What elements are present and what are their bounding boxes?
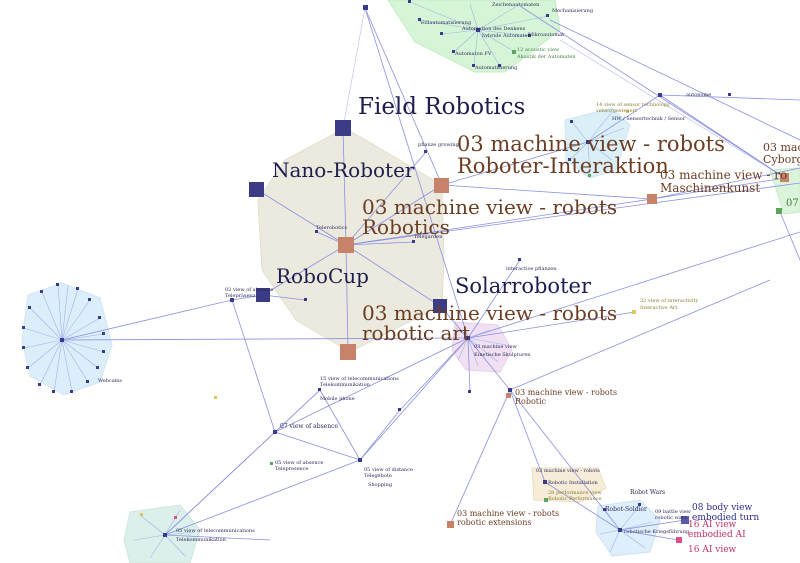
label-webcam: Webcams bbox=[98, 378, 122, 384]
label-mv-interaktion-2: Roboter-Interaktion bbox=[457, 154, 669, 178]
label-mv-interaktion-1: 03 machine view - robots bbox=[457, 132, 725, 156]
label-telecomm-2: Telekommunikation bbox=[176, 537, 227, 543]
label-pflanzengrowing: pflanze growing bbox=[418, 142, 460, 148]
label-mv-robotic-1: 03 machine view - robots bbox=[515, 388, 617, 397]
node-mv-cyborg[interactable] bbox=[780, 173, 789, 182]
label-mv-solar-2: Kinetische Skulpturen bbox=[474, 352, 531, 358]
label-cyber-1: 15 view of telecommunications bbox=[320, 376, 399, 382]
label-mikroautomat: Mikroautomat bbox=[528, 32, 564, 38]
label-body-view-2: embodied turn bbox=[692, 513, 759, 523]
label-reboot-1: 09 battle view bbox=[655, 509, 692, 515]
label-hw-sensor: HW / Sensortechnik / Sensor bbox=[612, 116, 686, 122]
label-view-presence-1: 02 view of absence bbox=[225, 287, 273, 293]
bottom-left-spokes bbox=[133, 509, 196, 559]
label-mv-cyborg-1: 03 machine view - r bbox=[763, 141, 800, 154]
label-acoustic-2: Akustik der Automaten bbox=[516, 54, 576, 60]
label-mv-kunst-1: 03 machine view - ro bbox=[660, 168, 787, 182]
label-ai-view-1: 16 AI view bbox=[688, 520, 737, 530]
label-zeichenautomat: Zeichenautomaten bbox=[492, 2, 540, 8]
label-nano-roboter: Nano-Roboter bbox=[272, 158, 415, 182]
label-sensortech-2: sensorgesteuert bbox=[596, 108, 637, 114]
label-mv-robotic-2: Robotic bbox=[515, 397, 547, 406]
label-cyber-2: Telekommunikation bbox=[320, 382, 371, 388]
label-roboter-kriege: robotische Kriegsführung bbox=[624, 529, 690, 535]
cluster-automation-hull bbox=[387, 0, 561, 73]
node-body-view[interactable] bbox=[681, 516, 689, 524]
label-mv-solar-1: 03 machine view bbox=[474, 344, 517, 350]
edges bbox=[61, 5, 800, 541]
label-mv-robotics-2: Robotics bbox=[362, 215, 450, 239]
sensor-cluster-spokes bbox=[569, 111, 625, 176]
label-mv-art-1: 03 machine view - robots bbox=[362, 301, 617, 325]
node-mv-robotics[interactable] bbox=[338, 237, 354, 253]
cluster-bottom-left-hull bbox=[123, 504, 201, 563]
label-ai-view-3: 16 AI view bbox=[688, 545, 737, 555]
label-mv-install-1: 03 machine view - robots bbox=[536, 468, 600, 474]
label-robot-wars: Robot Wars bbox=[630, 489, 665, 496]
label-view-distance-1: 05 view of distance bbox=[364, 467, 413, 473]
label-interactivity-2: Interactive Art bbox=[640, 305, 677, 311]
pink-nodes bbox=[174, 516, 682, 543]
node-mv-kunst[interactable] bbox=[647, 194, 657, 204]
olive-nodes bbox=[140, 110, 636, 516]
label-performance-1: 28 performance view bbox=[548, 490, 602, 496]
label-view-absence: 07 view of absence bbox=[280, 423, 338, 430]
label-local-2: Telepresence bbox=[275, 466, 309, 472]
node-mv-robotic[interactable] bbox=[506, 393, 511, 398]
wars-cluster-spokes bbox=[599, 504, 653, 553]
label-mobile-phone: Mobile phone bbox=[320, 396, 355, 402]
label-performance-2: Robotic Performance bbox=[548, 496, 601, 502]
label-local-1: 05 view of absence bbox=[275, 460, 323, 466]
label-automaton-1: Automaton FV bbox=[454, 51, 492, 57]
left-cluster-spokes bbox=[23, 284, 105, 393]
node-mv-art[interactable] bbox=[340, 344, 356, 360]
label-mv-cyborg-2: Cyborg bbox=[763, 153, 800, 166]
label-sensortech-1: 14 view of sensor technology bbox=[596, 102, 670, 108]
label-mv-install-2: Robotic Installation bbox=[548, 480, 599, 486]
node-mv-ext[interactable] bbox=[447, 521, 454, 528]
label-body-view-1: 08 body view bbox=[692, 503, 752, 513]
label-telerobotics: Telerobotics bbox=[316, 225, 347, 231]
label-mv-robotics-1: 03 machine view - robots bbox=[362, 195, 617, 219]
label-autonome: autonome bbox=[686, 92, 711, 98]
node-robocup[interactable] bbox=[256, 288, 270, 302]
label-mv-ext-1: 03 machine view - robots bbox=[457, 509, 559, 518]
label-telegarden: Telegarden bbox=[414, 234, 443, 240]
label-mv-ext-2: robotic extensions bbox=[457, 518, 531, 527]
label-ai-view-2: embodied AI bbox=[688, 530, 746, 540]
label-acoustic-1: 12 acoustic view bbox=[517, 47, 560, 53]
label-solarroboter: Solarroboter bbox=[455, 274, 592, 298]
automation-cluster-spokes bbox=[409, 1, 549, 67]
label-vollautomatisierung: Vollautomatisierung bbox=[419, 20, 472, 26]
label-mechanisierung: Mechanisierung bbox=[552, 8, 594, 14]
label-telecomm-1: 05 view of telecommunications bbox=[176, 528, 255, 534]
node-mv-interaktion[interactable] bbox=[434, 178, 449, 193]
label-mv-art-2: robotic art bbox=[362, 321, 470, 345]
green-nodes bbox=[270, 50, 782, 502]
label-view-distance-2: Telegebote bbox=[364, 473, 392, 479]
label-mv-kunst-2: Maschinenkunst bbox=[660, 181, 760, 195]
label-field-robotics: Field Robotics bbox=[358, 94, 525, 120]
label-reboot-2: robotic wars bbox=[655, 515, 687, 521]
node-solarroboter[interactable] bbox=[433, 299, 447, 313]
node-nano-roboter[interactable] bbox=[249, 182, 264, 197]
label-robocup: RoboCup bbox=[276, 264, 369, 288]
label-interactivity-1: 32 view of interactivity bbox=[640, 298, 699, 304]
label-interactive-pflanze: interactive pflanzen bbox=[506, 266, 557, 272]
label-view-presence-2: Telepräsenz bbox=[225, 293, 256, 299]
label-automaton-2: Automatisierung bbox=[474, 65, 518, 71]
node-field-robotics[interactable] bbox=[335, 120, 351, 136]
label-green-07: 07 bbox=[786, 198, 799, 209]
label-hybride-automaten: hybride Automaten bbox=[482, 33, 532, 39]
small-nodes bbox=[22, 0, 731, 537]
label-automation-denken: Automation des Denkens bbox=[461, 26, 526, 32]
label-shopping: Shopping bbox=[368, 482, 393, 488]
label-robot-soldier: Robot-Soldier bbox=[605, 506, 647, 513]
